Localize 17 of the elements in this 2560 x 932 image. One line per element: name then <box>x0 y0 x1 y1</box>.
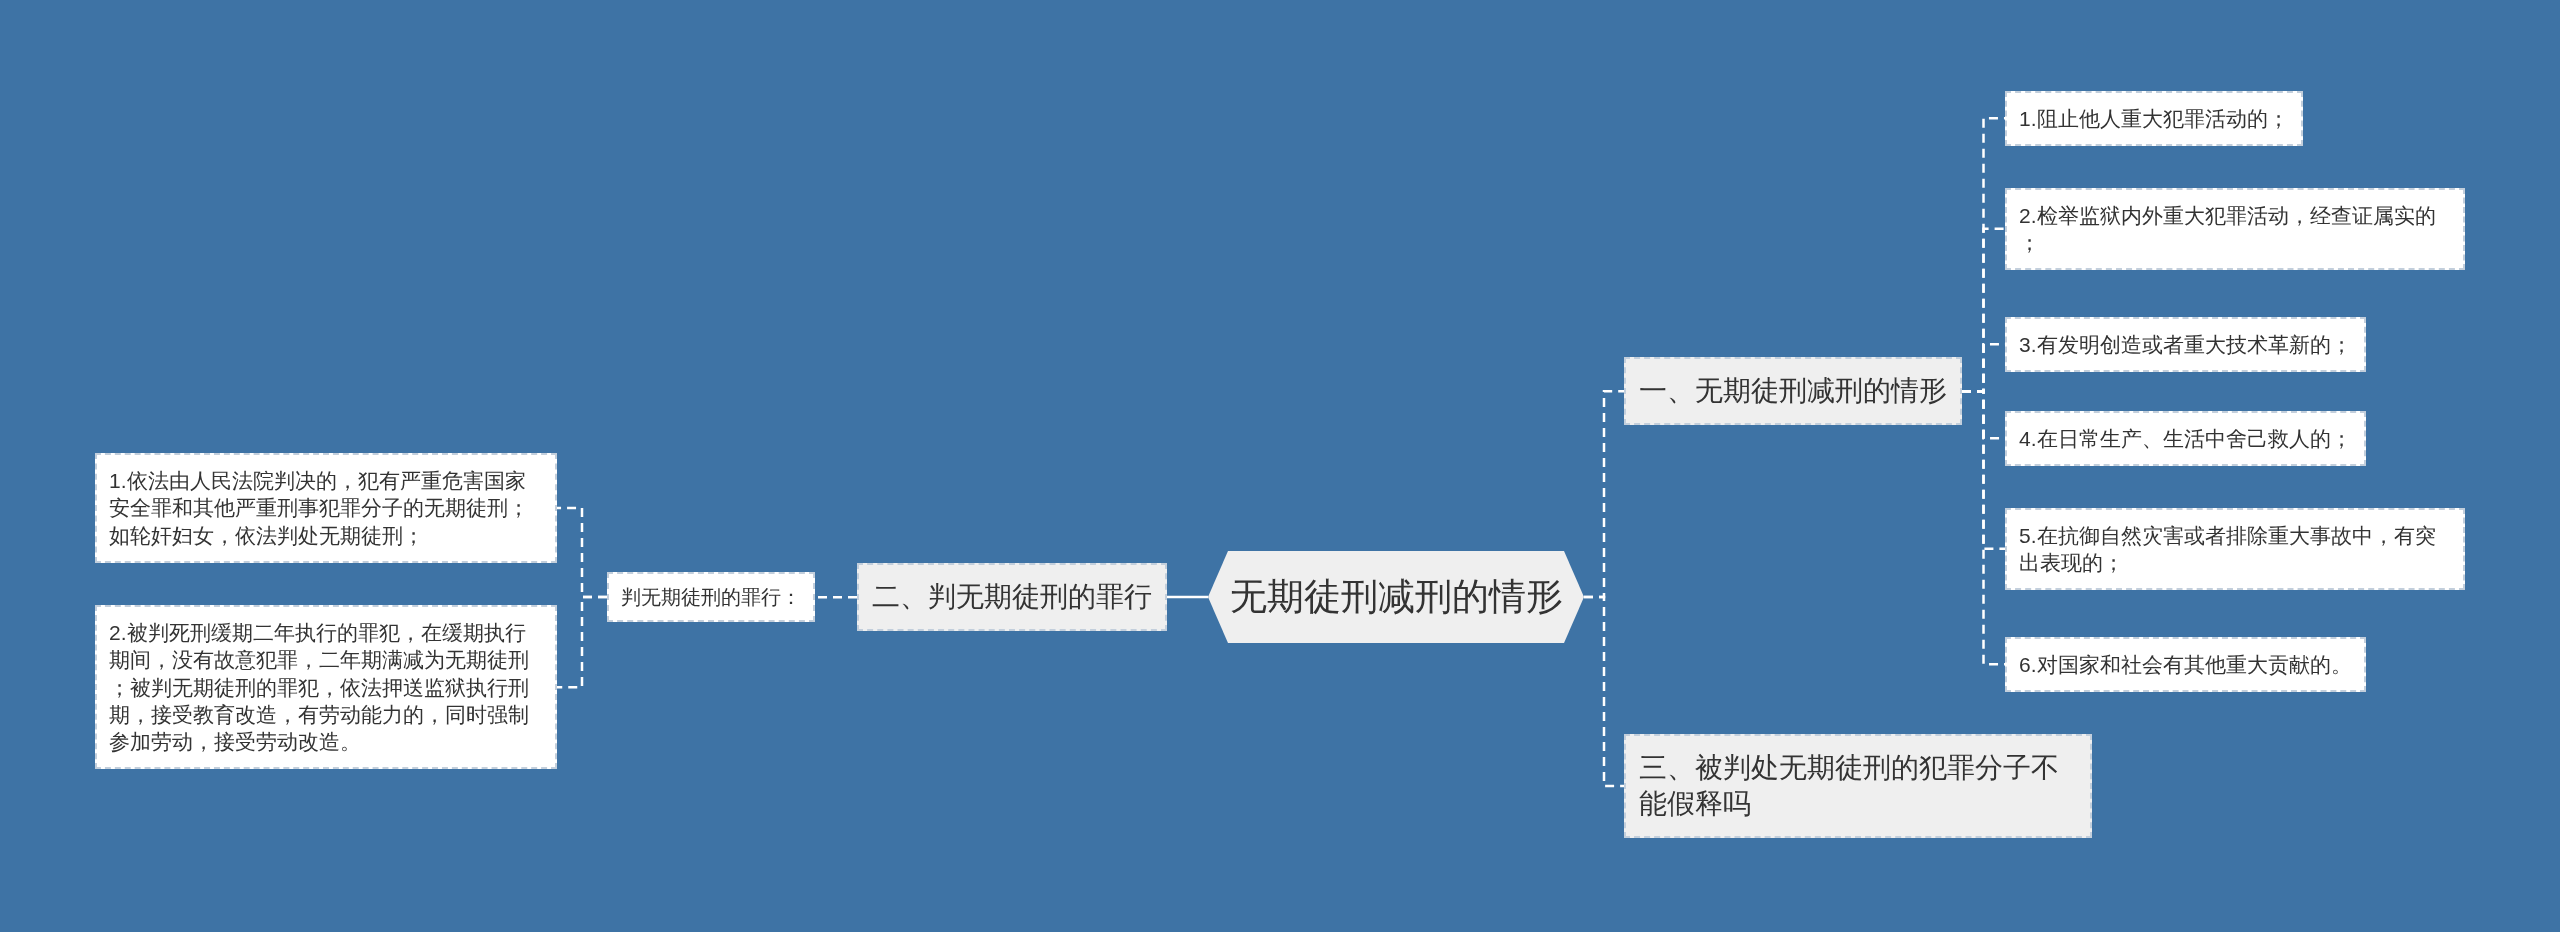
connector-line <box>1584 595 1624 788</box>
branch-box: 三、被判处无期徒刑的犯罪分子不能假释吗 <box>1624 733 2092 839</box>
leaf-box: 6.对国家和社会有其他重大贡献的。 <box>2005 636 2366 692</box>
leaf-box: 1.依法由人民法院判决的，犯有严重危害国家安全罪和其他严重刑事犯罪分子的无期徒刑；如轮奸妇女，依法判处无期徒刑； <box>95 453 557 563</box>
sub-branch-box: 判无期徒刑的罪行： <box>607 572 815 622</box>
connector-line <box>815 595 857 599</box>
connector-line <box>557 595 607 689</box>
leaf-box: 3.有发明创造或者重大技术革新的； <box>2005 316 2366 372</box>
leaf-box: 2.被判死刑缓期二年执行的罪犯，在缓期执行期间，没有故意犯罪，二年期满减为无期徒刑；被判无期徒刑的罪犯，依法押送监狱执行刑期，接受教育改造，有劳动能力的，同时强制参加劳动，接受劳动改造。 <box>95 605 557 770</box>
branch-box: 一、无期徒刑减刑的情形 <box>1624 357 1962 426</box>
connector-line <box>1167 595 1208 599</box>
central-hexagon: 无期徒刑减刑的情形 <box>1208 551 1584 643</box>
leaf-box: 5.在抗御自然灾害或者排除重大事故中，有突出表现的； <box>2005 507 2465 591</box>
branch-box: 二、判无期徒刑的罪行 <box>857 563 1167 632</box>
leaf-box: 1.阻止他人重大犯罪活动的； <box>2005 90 2303 146</box>
leaf-box: 2.检举监狱内外重大犯罪活动，经查证属实的； <box>2005 187 2465 271</box>
leaf-box: 4.在日常生产、生活中舍己救人的； <box>2005 410 2366 466</box>
